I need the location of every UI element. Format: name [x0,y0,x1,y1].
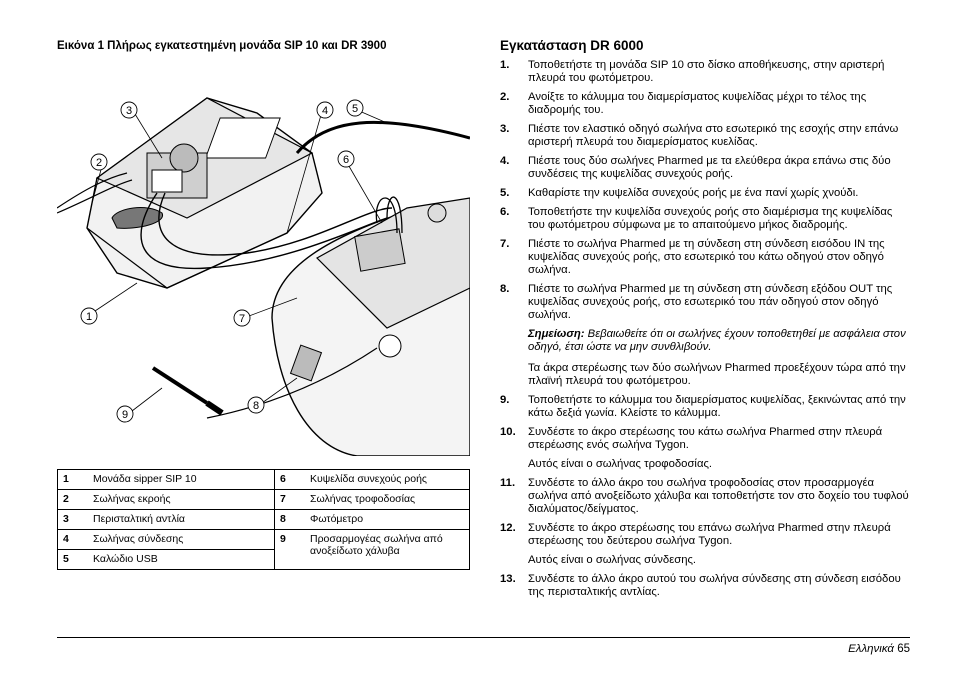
legend-number: 9 [274,529,305,570]
footer-language: Ελληνικά [848,643,894,655]
step-item: 13. Συνδέστε το άλλο άκρο αυτού του σωλήν… [500,573,910,599]
callout-3: 3 [126,105,132,117]
step-number: 2. [500,91,510,103]
note-followup: Τα άκρα στερέωσης των δύο σωλήνων Pharme… [528,362,906,387]
legend-label: Μονάδα sipper SIP 10 [88,469,275,490]
step-text: Συνδέστε το άλλο άκρο αυτού του σωλήνα σ… [528,573,901,598]
note: Σημείωση: Βεβαιωθείτε ότι οι σωλήνες έχο… [528,328,910,354]
step-number: 1. [500,59,510,71]
legend-row: 4 Σωλήνας σύνδεσης 9 Προσαρμογέας σωλήνα… [57,529,470,570]
device-drawing: 1 2 3 4 5 6 7 8 9 [57,97,470,456]
step-text: Ανοίξτε το κάλυμμα του διαμερίσματος κυψ… [528,91,867,116]
step-number: 5. [500,187,510,199]
step-text: Συνδέστε το άλλο άκρο του σωλήνα τροφοδο… [528,477,909,515]
callout-8: 8 [253,400,259,412]
installation-illustration: 1 2 3 4 5 6 7 8 9 [57,58,470,456]
callout-9: 9 [122,409,128,421]
step-number: 13. [500,573,516,585]
step-number: 8. [500,283,510,295]
step-number: 4. [500,155,510,167]
step-number: 10. [500,426,516,438]
step-followup: Αυτός είναι ο σωλήνας τροφοδοσίας. [528,458,713,470]
step-text: Πιέστε τους δύο σωλήνες Pharmed με τα ελ… [528,155,891,180]
note-text: Βεβαιωθείτε ότι οι σωλήνες έχουν τοποθετ… [528,328,906,353]
installation-section: Εγκατάσταση DR 6000 1. Τοποθετήστε τη μον… [500,38,910,605]
step-item: 9. Τοποθετήστε το κάλυμμα του διαμερίσματ… [500,394,910,420]
legend-row: 2 Σωλήνας εκροής 7 Σωλήνας τροφοδοσίας [57,489,470,510]
callout-4: 4 [322,105,328,117]
legend-number: 7 [274,489,305,510]
legend-row: 5 Καλώδιο USB [57,549,470,570]
step-number: 11. [500,477,516,489]
callout-6: 6 [343,154,349,166]
step-text: Τοποθετήστε τη μονάδα SIP 10 στο δίσκο α… [528,59,885,84]
legend-label: Κυψελίδα συνεχούς ροής [305,469,470,490]
figure-caption: Εικόνα 1 Πλήρως εγκατεστημένη μονάδα SIP… [57,40,387,52]
callout-1: 1 [86,311,92,323]
step-item: 10. Συνδέστε το άκρο στερέωσης του κάτω σ… [500,426,910,452]
step-text: Πιέστε το σωλήνα Pharmed με τη σύνδεση σ… [528,283,893,321]
step-item: 8. Πιέστε το σωλήνα Pharmed με τη σύνδεση… [500,283,910,322]
step-item: 12. Συνδέστε το άκρο στερέωσης του επάνω … [500,522,910,548]
legend-label: Σωλήνας εκροής [88,489,275,510]
legend-number: 3 [57,509,88,530]
step-item: 6. Τοποθετήστε την κυψελίδα συνεχούς ροής… [500,206,910,232]
legend-number: 1 [57,469,88,490]
step-text: Τοποθετήστε την κυψελίδα συνεχούς ροής σ… [528,206,893,231]
legend-label: Σωλήνας τροφοδοσίας [305,489,470,510]
step-followup: Αυτός είναι ο σωλήνας σύνδεσης. [528,554,697,566]
step-item: 4. Πιέστε τους δύο σωλήνες Pharmed με τα … [500,155,910,181]
callout-5: 5 [352,103,358,115]
legend-row: 3 Περισταλτική αντλία 8 Φωτόμετρο [57,509,470,530]
figure-legend-table: 1 Μονάδα sipper SIP 10 6 Κυψελίδα συνεχο… [57,469,470,570]
step-item: 3. Πιέστε τον ελαστικό οδηγό σωλήνα στο ε… [500,123,910,149]
step-text: Καθαρίστε την κυψελίδα συνεχούς ροής με … [528,187,859,199]
step-number: 9. [500,394,510,406]
step-item: 7. Πιέστε το σωλήνα Pharmed με τη σύνδεση… [500,238,910,277]
step-text: Συνδέστε το άκρο στερέωσης του επάνω σωλ… [528,522,891,547]
legend-row: 1 Μονάδα sipper SIP 10 6 Κυψελίδα συνεχο… [57,469,470,490]
callout-2: 2 [96,157,102,169]
legend-label: Σωλήνας σύνδεσης [88,529,275,550]
legend-number: 8 [274,509,305,530]
step-item: 2. Ανοίξτε το κάλυμμα του διαμερίσματος κ… [500,91,910,117]
step-item: 1. Τοποθετήστε τη μονάδα SIP 10 στο δίσκο… [500,59,910,85]
page-footer: Ελληνικά 65 [848,643,910,655]
callout-7: 7 [239,313,245,325]
legend-label: Φωτόμετρο [305,509,470,530]
step-number: 12. [500,522,516,534]
legend-number: 4 [57,529,88,550]
step-text: Πιέστε το σωλήνα Pharmed με τη σύνδεση σ… [528,238,885,276]
note-label: Σημείωση: [528,328,585,340]
page-number: 65 [897,643,910,655]
step-text: Τοποθετήστε το κάλυμμα του διαμερίσματος… [528,394,906,419]
legend-label: Περισταλτική αντλία [88,509,275,530]
legend-number: 6 [274,469,305,490]
footer-divider [57,637,910,638]
step-number: 7. [500,238,510,250]
section-title: Εγκατάσταση DR 6000 [500,38,644,53]
step-text: Πιέστε τον ελαστικό οδηγό σωλήνα στο εσω… [528,123,899,148]
step-item: 5. Καθαρίστε την κυψελίδα συνεχούς ροής μ… [500,187,910,200]
step-text: Συνδέστε το άκρο στερέωσης του κάτω σωλή… [528,426,883,451]
legend-number: 2 [57,489,88,510]
step-number: 3. [500,123,510,135]
legend-number: 5 [57,549,88,570]
legend-label: Προσαρμογέας σωλήνα από ανοξείδωτο χάλυβ… [305,529,470,570]
step-number: 6. [500,206,510,218]
step-item: 11. Συνδέστε το άλλο άκρο του σωλήνα τροφ… [500,477,910,516]
legend-label: Καλώδιο USB [88,549,275,570]
